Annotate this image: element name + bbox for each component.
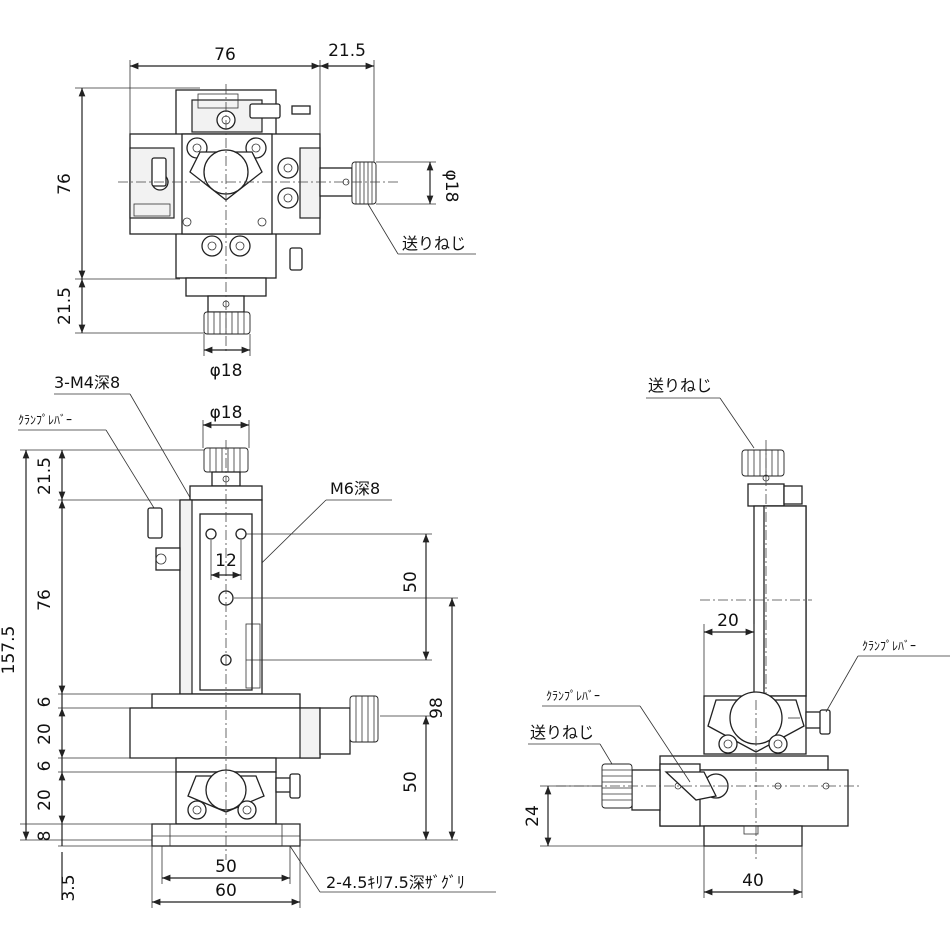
dim-3-5: 3.5 [59,874,79,901]
dim-6-a: 6 [35,697,55,708]
dim-50-top: 50 [401,571,421,593]
dim-40: 40 [742,871,764,891]
dim-20-side: 20 [717,611,739,631]
dim-76-top: 76 [214,45,236,65]
dim-phi18-bottom: φ18 [210,361,243,381]
dim-20-b: 20 [35,789,55,811]
dim-50-right: 50 [401,771,421,793]
dim-157-5: 157.5 [0,626,19,675]
dim-24: 24 [523,805,543,827]
dim-20-a: 20 [35,723,55,745]
feed-screw-label-side-left: 送りねじ [530,723,594,742]
feed-screw-label-top: 送りねじ [402,234,466,253]
dim-8: 8 [35,831,55,842]
dim-21-5-front: 21.5 [35,457,55,495]
front-view: 3-M4深8 ｸﾗﾝﾌﾟﾚﾊﾞｰ φ18 M6深8 [0,373,496,908]
side-view: 送りねじ 20 ｸﾗﾝﾌﾟﾚﾊﾞｰ [523,376,950,898]
dim-phi18-right: φ18 [441,170,461,203]
dim-base-60: 60 [215,881,237,901]
dim-base-50: 50 [215,857,237,877]
dim-76-left: 76 [55,173,75,195]
counterbore-label: 2-4.5ｷﾘ7.5深ｻﾞｸﾞﾘ [326,873,465,892]
clamp-label-front: ｸﾗﾝﾌﾟﾚﾊﾞｰ [18,413,72,427]
dim-6-b: 6 [35,761,55,772]
clamp-label-side-right: ｸﾗﾝﾌﾟﾚﾊﾞｰ [862,639,916,653]
dim-76-front: 76 [35,589,55,611]
dim-21-5-top: 21.5 [328,41,366,61]
m6-label: M6深8 [330,479,380,498]
dim-phi18-front: φ18 [210,403,243,423]
dim-21-5-left: 21.5 [55,287,75,325]
dim-12: 12 [215,551,237,571]
feed-screw-label-side-top: 送りねじ [648,376,712,395]
tap-label: 3-M4深8 [54,373,120,392]
top-view: 76 21.5 76 21.5 [55,41,476,381]
dim-98: 98 [427,697,447,719]
clamp-label-side-left: ｸﾗﾝﾌﾟﾚﾊﾞｰ [546,689,600,703]
